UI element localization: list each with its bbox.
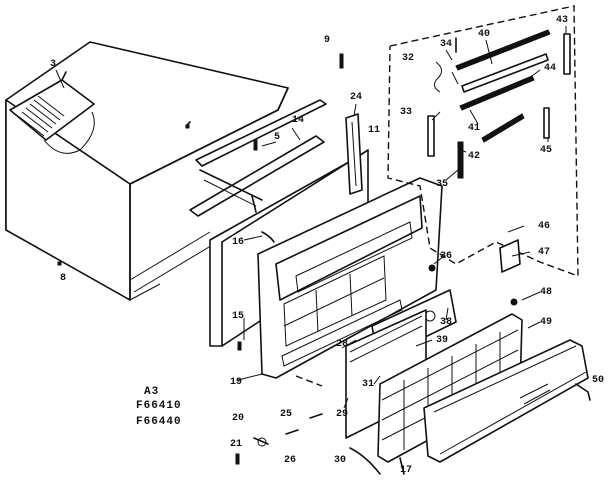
- part-label-25: 25: [280, 409, 293, 420]
- part-label-19: 19: [230, 377, 243, 388]
- part-label-35: 35: [436, 179, 449, 190]
- part-label-32: 32: [402, 53, 415, 64]
- part-label-49: 49: [540, 317, 553, 328]
- part-label-17: 17: [400, 465, 413, 476]
- part-label-20: 20: [232, 413, 245, 424]
- hardware-parts: [235, 53, 591, 475]
- part-label-28-upper: 28: [336, 339, 349, 350]
- part-label-3: 3: [50, 59, 57, 70]
- part-label-15: 15: [232, 311, 245, 322]
- leader-lines: [55, 26, 567, 409]
- electrical-parts-outline: [387, 5, 579, 278]
- model-code-f66440: F66440: [136, 416, 182, 428]
- part-label-46: 46: [538, 221, 551, 232]
- part-label-14: 14: [292, 115, 305, 126]
- part-label-16: 16: [232, 237, 245, 248]
- part-label-44: 44: [544, 63, 557, 74]
- part-label-24: 24: [350, 92, 363, 103]
- dashed-guide: [295, 375, 323, 387]
- part-label-50: 50: [592, 375, 605, 386]
- part-label-8: 8: [60, 273, 67, 284]
- front-cover: [423, 339, 589, 463]
- part-label-48: 48: [540, 287, 553, 298]
- part-label-33: 33: [400, 107, 413, 118]
- part-label-31: 31: [362, 379, 375, 390]
- cabinet-outer-case: [5, 41, 289, 301]
- slide-rails: [189, 99, 327, 217]
- part-label-21: 21: [230, 439, 243, 450]
- louver-grille: [377, 313, 523, 463]
- part-label-47: 47: [538, 247, 551, 258]
- part-label-41: 41: [468, 123, 481, 134]
- part-label-39: 39: [436, 335, 449, 346]
- part-label-5: 5: [274, 132, 281, 143]
- part-label-45: 45: [540, 145, 553, 156]
- part-label-30: 30: [334, 455, 347, 466]
- part-label-26: 26: [284, 455, 297, 466]
- part-label-38: 38: [440, 317, 453, 328]
- part-label-29: 29: [336, 409, 349, 420]
- part-label-40: 40: [478, 29, 491, 40]
- part-label-9: 9: [324, 35, 331, 46]
- model-code-f66410: F66410: [136, 400, 182, 412]
- part-label-42: 42: [468, 151, 481, 162]
- electrical-parts: [427, 29, 571, 273]
- part-label-34: 34: [440, 39, 453, 50]
- part-label-36: 36: [440, 251, 453, 262]
- part-label-11: 11: [368, 125, 381, 136]
- model-code-a3: A3: [144, 386, 160, 398]
- part-label-43: 43: [556, 15, 569, 26]
